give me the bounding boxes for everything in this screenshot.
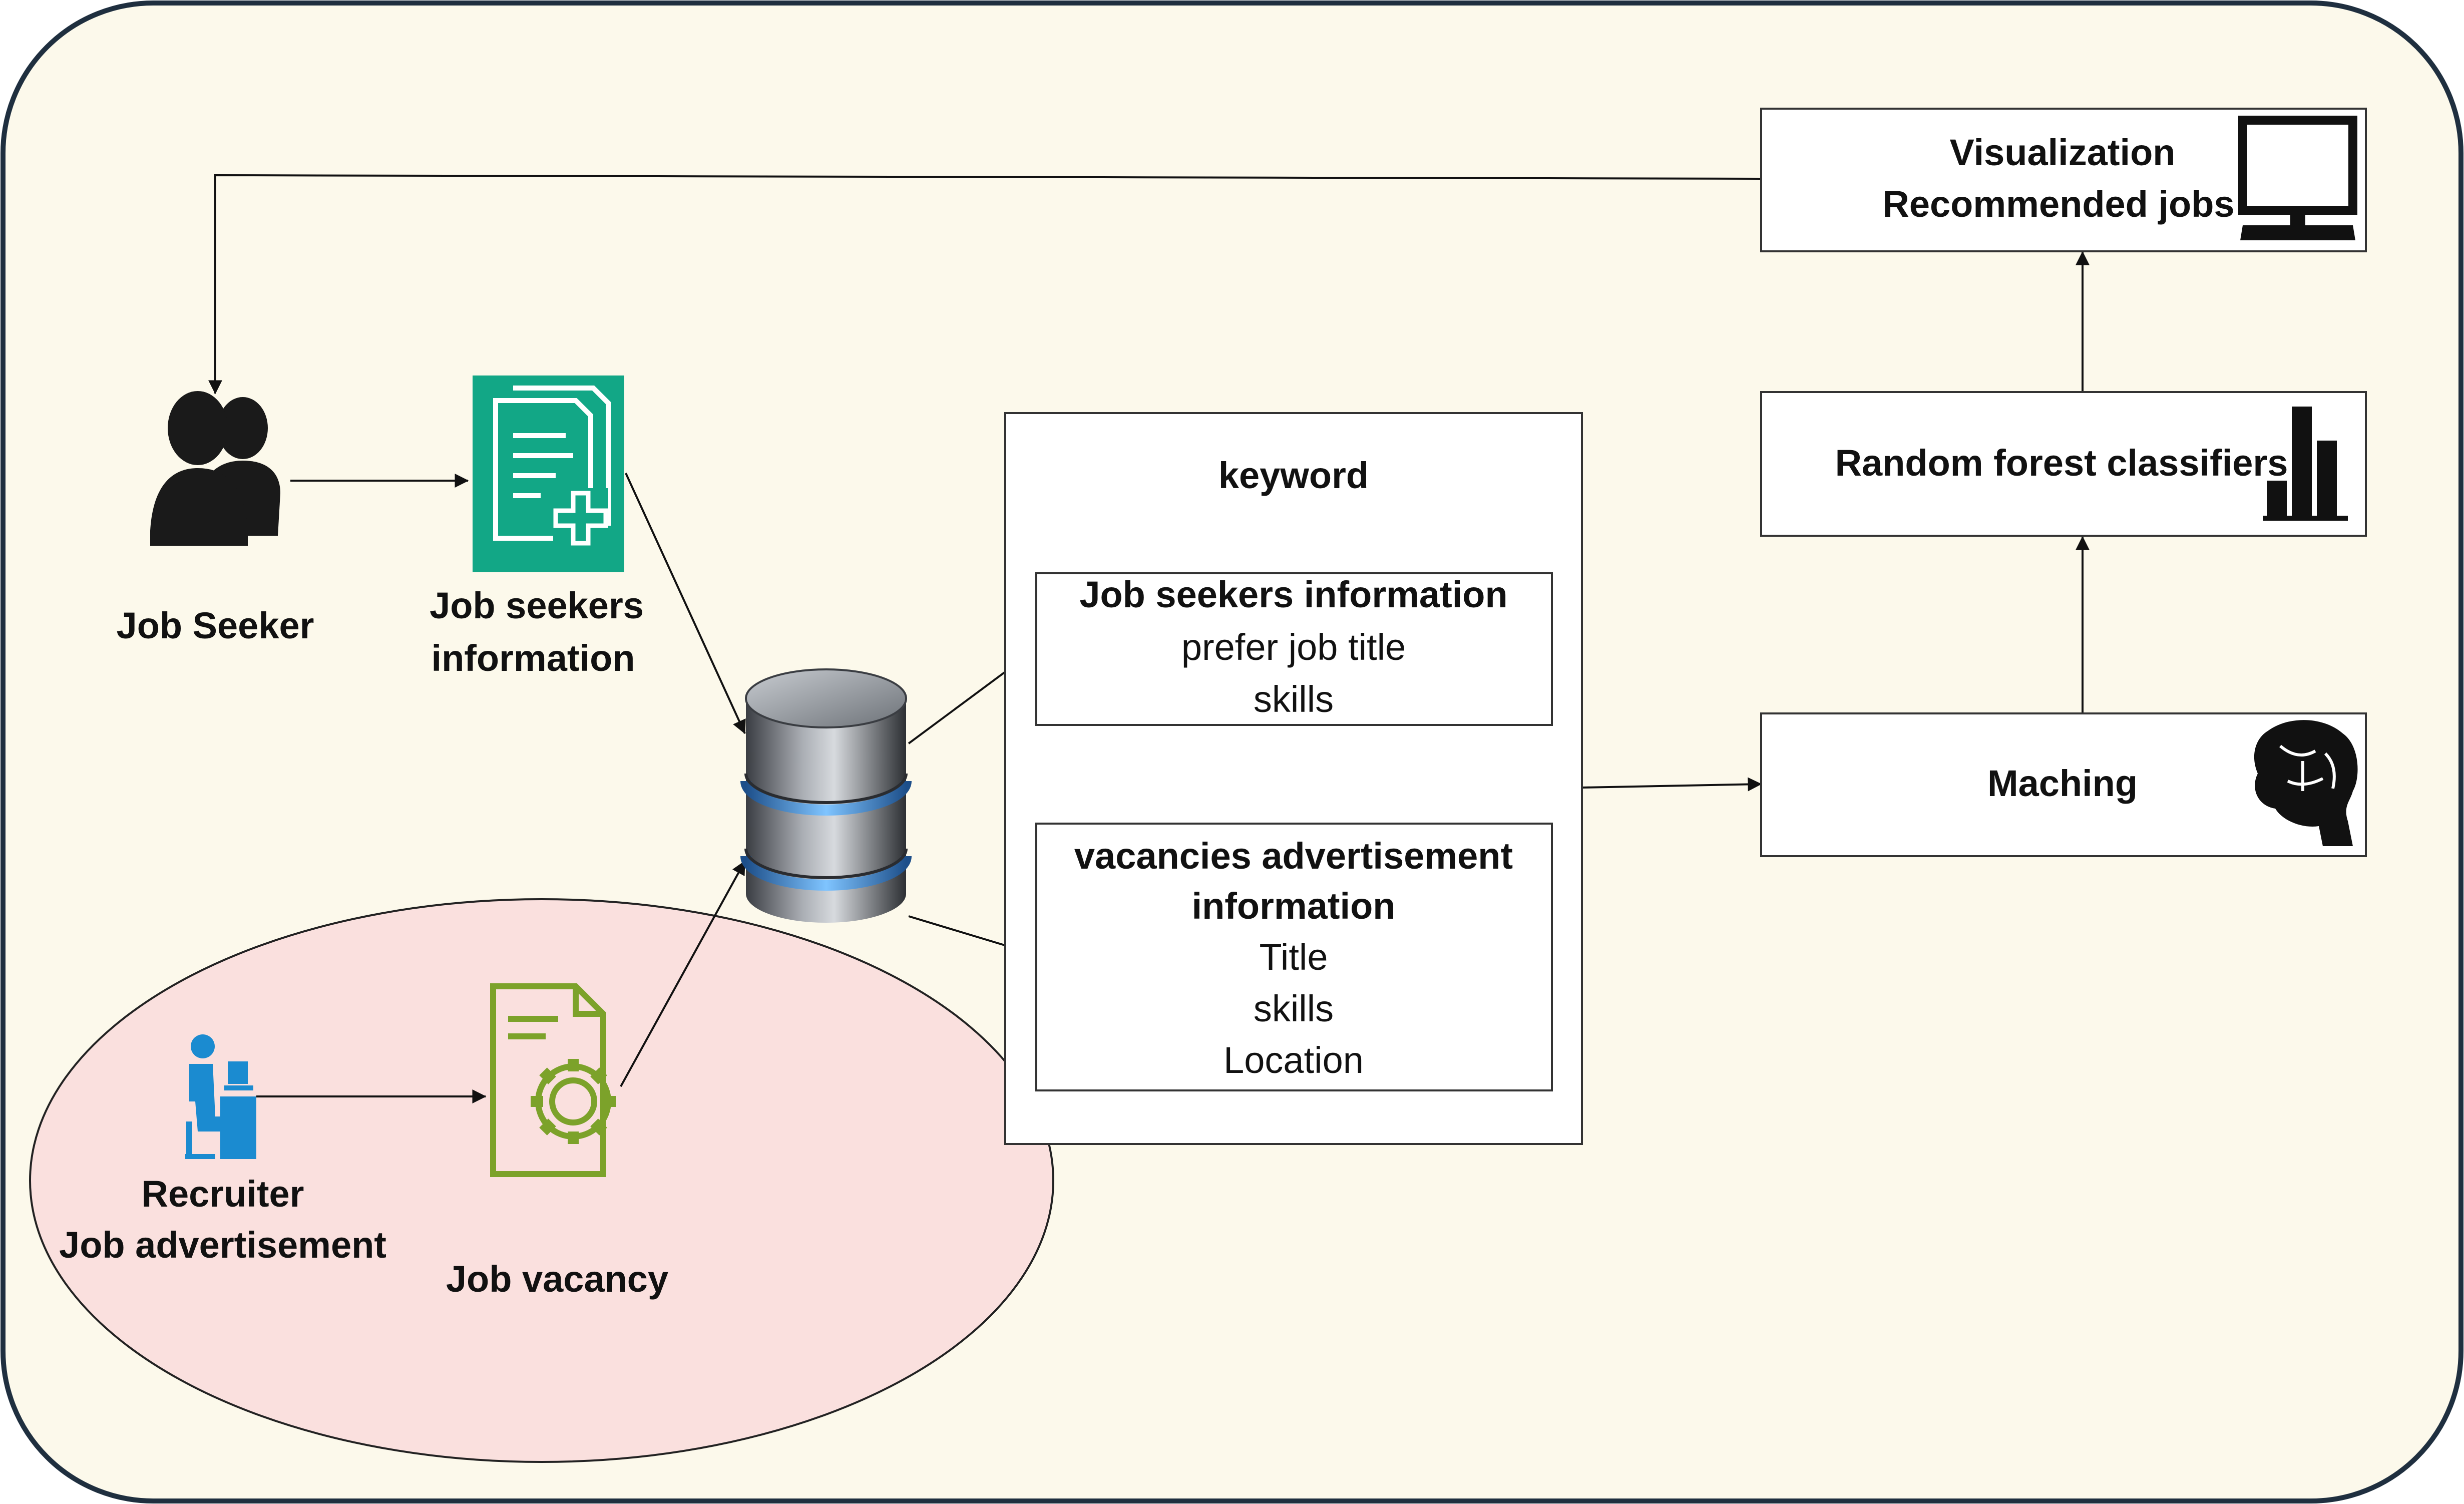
- brain-icon: [2254, 720, 2358, 846]
- random-forest-node: Random forest classifiers: [1760, 391, 2367, 537]
- arrow-keyword-to-matching: [1581, 777, 1762, 792]
- job-seekers-info-node: Job seekers information: [430, 375, 644, 679]
- random-forest-label: Random forest classifiers: [1835, 442, 2288, 484]
- job-seeker-label: Job Seeker: [117, 605, 314, 646]
- database-icon: [740, 668, 912, 923]
- recruiter-label-line2: Job advertisement: [59, 1224, 386, 1266]
- monitor-icon: [2238, 116, 2357, 240]
- keyword-title: keyword: [1218, 455, 1369, 496]
- seekers-box-item: skills: [1254, 678, 1334, 720]
- seekers-box-heading: Job seekers information: [1079, 574, 1507, 615]
- recruiter-region: [29, 898, 1054, 1463]
- recruiter-desk-icon: [185, 1034, 256, 1159]
- job-seekers-information-box: Job seekers information prefer job title…: [1035, 572, 1553, 726]
- job-seekers-info-label-line2: information: [432, 637, 635, 679]
- visualization-label-line2: Recommended jobs: [1882, 183, 2234, 225]
- job-seeker-node: Job Seeker: [117, 391, 314, 646]
- visualization-node: Visualization Recommended jobs: [1760, 108, 2367, 252]
- bar-chart-icon: [2263, 407, 2348, 521]
- matching-label: Maching: [1987, 763, 2138, 804]
- job-vacancy-node: Job vacancy: [446, 983, 668, 1300]
- users-icon: [150, 391, 280, 546]
- arrow-vacancy-to-database: [620, 860, 746, 1087]
- matching-node: Maching: [1760, 712, 2367, 857]
- vacancies-box-item: Title: [1259, 936, 1328, 978]
- arrow-info-to-database: [625, 473, 746, 734]
- vacancies-box-heading-line2: information: [1192, 885, 1396, 927]
- arrow-visualization-to-job-seeker: [208, 174, 1762, 395]
- document-add-icon: [473, 375, 624, 572]
- recruiter-node: Recruiter Job advertisement: [59, 1034, 386, 1266]
- vacancies-advertisement-box: vacancies advertisement information Titl…: [1035, 823, 1553, 1091]
- document-gear-icon: [490, 983, 616, 1177]
- visualization-label-line1: Visualization: [1950, 132, 2176, 173]
- vacancies-box-item: skills: [1254, 988, 1334, 1029]
- job-vacancy-label: Job vacancy: [446, 1258, 668, 1300]
- keyword-panel: keyword Job seekers information prefer j…: [1004, 412, 1583, 1145]
- vacancies-box-item: Location: [1223, 1039, 1364, 1081]
- recruiter-label-line1: Recruiter: [142, 1173, 304, 1215]
- seekers-box-item: prefer job title: [1181, 626, 1406, 668]
- vacancies-box-heading-line1: vacancies advertisement: [1074, 835, 1513, 877]
- job-seekers-info-label-line1: Job seekers: [430, 585, 644, 626]
